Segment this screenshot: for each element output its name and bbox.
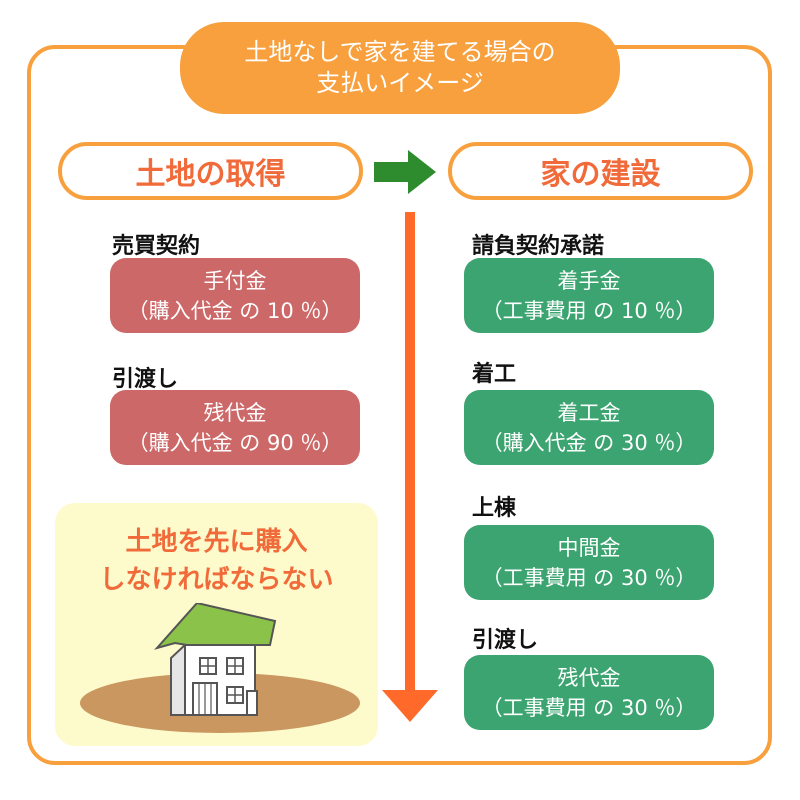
- payment-box-title: 着手金: [464, 266, 714, 296]
- land-first-note: 土地を先に購入 しなければならない: [55, 503, 378, 746]
- payment-box-title: 手付金: [110, 266, 360, 296]
- step-label-handover: 引渡し: [112, 361, 178, 393]
- payment-box-detail: （工事費用 の 10 ％）: [464, 296, 714, 326]
- payment-box-interim: 中間金 （工事費用 の 30 ％）: [464, 525, 714, 600]
- payment-box-detail: （購入代金 の 30 ％）: [464, 428, 714, 458]
- payment-box-construction-start: 着工金 （購入代金 の 30 ％）: [464, 390, 714, 465]
- house-construction-header: 家の建設: [448, 142, 753, 200]
- title-line-1: 土地なしで家を建てる場合の: [180, 37, 620, 68]
- step-label-contract-approval: 請負契約承諾: [472, 228, 604, 260]
- payment-box-title: 中間金: [464, 533, 714, 563]
- payment-box-title: 残代金: [464, 663, 714, 693]
- step-label-framing: 上棟: [472, 490, 516, 522]
- note-text: 土地を先に購入 しなければならない: [55, 523, 378, 599]
- payment-box-detail: （工事費用 の 30 ％）: [464, 563, 714, 593]
- down-arrow-icon: [382, 212, 438, 722]
- payment-box-detail: （工事費用 の 30 ％）: [464, 693, 714, 723]
- payment-box-detail: （購入代金 の 90 ％）: [110, 428, 360, 458]
- payment-box-start-fee: 着手金 （工事費用 の 10 ％）: [464, 258, 714, 333]
- payment-box-deposit: 手付金 （購入代金 の 10 ％）: [110, 258, 360, 333]
- note-line-2: しなければならない: [55, 561, 378, 599]
- diagram-title: 土地なしで家を建てる場合の 支払いイメージ: [180, 22, 620, 114]
- note-line-1: 土地を先に購入: [55, 523, 378, 561]
- step-label-groundbreaking: 着工: [472, 356, 516, 388]
- right-arrow-icon: [374, 150, 436, 194]
- payment-box-detail: （購入代金 の 10 ％）: [110, 296, 360, 326]
- payment-box-final-balance: 残代金 （工事費用 の 30 ％）: [464, 655, 714, 730]
- payment-box-title: 着工金: [464, 398, 714, 428]
- payment-box-balance: 残代金 （購入代金 の 90 ％）: [110, 390, 360, 465]
- payment-box-title: 残代金: [110, 398, 360, 428]
- house-icon: [75, 603, 365, 738]
- land-acquisition-header: 土地の取得: [58, 142, 363, 200]
- step-label-sale-contract: 売買契約: [112, 228, 200, 260]
- step-label-final-handover: 引渡し: [472, 622, 538, 654]
- title-line-2: 支払いイメージ: [180, 68, 620, 99]
